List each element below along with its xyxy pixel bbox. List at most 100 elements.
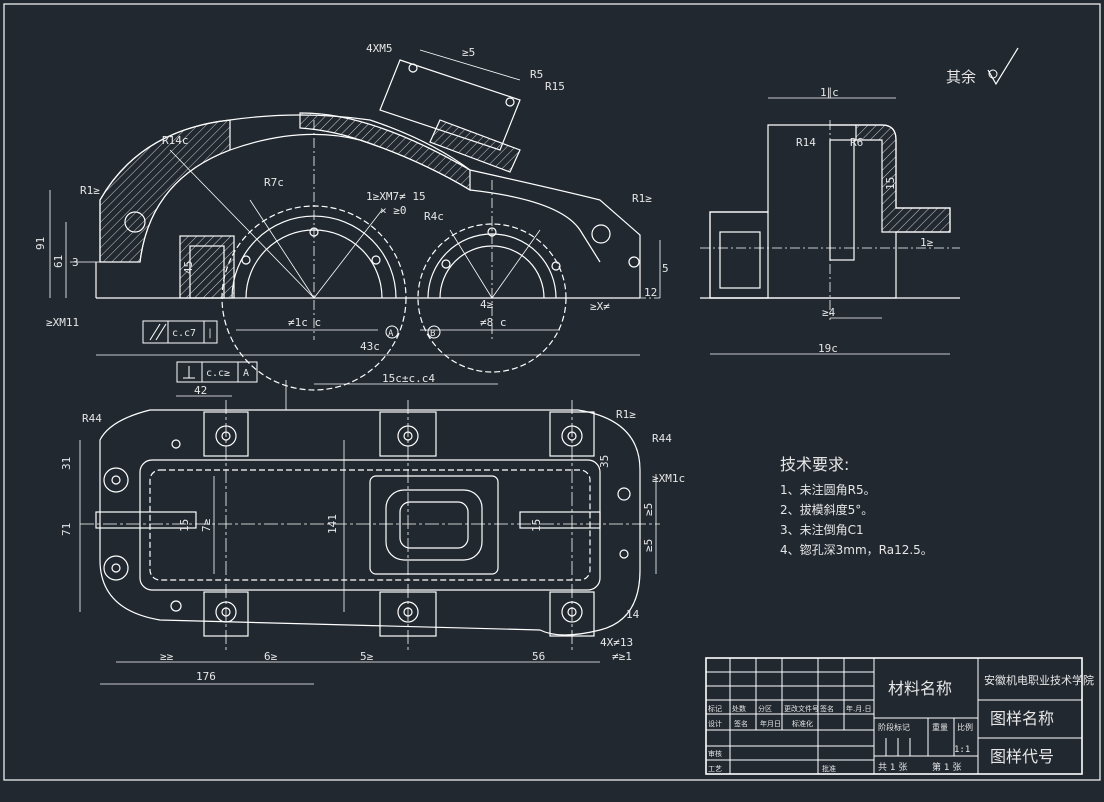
plan-tolerance-frame: c.c≥ A: [176, 361, 258, 383]
tb-approve: 批准: [822, 764, 836, 773]
tb-process: 工艺: [708, 765, 722, 773]
plan-thread: ≥XM1c: [652, 472, 685, 485]
label-r40: R4c: [424, 210, 444, 223]
tech-item-2: 2、拔模斜度5°。: [780, 502, 873, 517]
side-top-width: 1∥c: [820, 86, 839, 99]
label-dim-100: ≠1c c: [288, 316, 321, 329]
side-dim-12: 1≥: [920, 236, 934, 249]
tb-ratio: 比例: [957, 722, 973, 732]
tb-drawing-code: 图样代号: [990, 747, 1054, 766]
plan-dim-141: 141: [326, 514, 339, 534]
tb-sheet: 第 1 张: [932, 761, 961, 773]
side-dim-15: 15: [884, 177, 897, 190]
label-r70: R7c: [264, 176, 284, 189]
plan-cbore: ≠≥1: [612, 650, 632, 663]
tb-total: 共 1 张: [878, 762, 907, 773]
front-tolerance-frame: c.c7 | A B: [142, 320, 441, 344]
tb-h-mark: 标记: [708, 704, 722, 713]
tb-design-date: 年月日: [760, 719, 781, 728]
label-thread-top: 4XM5: [366, 42, 393, 55]
label-r12-right: R1≥: [632, 192, 652, 205]
label-dim-80: ≠8 c: [480, 316, 507, 329]
tb-drawing-name: 图样名称: [990, 709, 1054, 728]
label-dim-43: 43c: [360, 340, 380, 353]
plan-tol-value: c.c≥: [206, 368, 230, 379]
tb-school: 安徽机电职业技术学院: [984, 673, 1094, 687]
tb-standard: 标准化: [792, 719, 813, 728]
tb-h-zone: 分区: [758, 704, 772, 713]
tb-design-sign: 签名: [734, 719, 748, 728]
plan-r44-left: R44: [82, 412, 102, 425]
tb-design: 设计: [708, 719, 722, 728]
front-tol-datum: |: [207, 328, 213, 339]
label-dim-45: 45: [182, 261, 195, 274]
tb-review: 审核: [708, 749, 722, 758]
plan-holes: 4X≠13: [600, 636, 633, 649]
tb-h-file: 更改文件号: [784, 704, 819, 713]
label-dim-3: 3: [72, 256, 79, 269]
tech-item-4: 4、锪孔深3mm，Ra12.5。: [780, 542, 933, 557]
tech-item-3: 3、未注倒角C1: [780, 522, 864, 537]
label-dim-25: ≥5: [462, 46, 475, 59]
plan-dim-25b: ≥5: [642, 539, 655, 552]
tb-stage: 阶段标记: [878, 722, 910, 732]
side-view-labels: 1∥c R14 R6 19c ≥4 1≥ 15: [796, 86, 934, 355]
label-dim-12: 12: [644, 286, 657, 299]
surface-roughness-note: 其余: [946, 47, 1019, 86]
label-holes-sub: × ≥0: [380, 204, 407, 217]
label-dim-61: 61: [52, 255, 65, 268]
side-dim-24: ≥4: [822, 306, 836, 319]
label-thread-left: ≥XM11: [46, 316, 79, 329]
title-block-text: 材料名称 安徽机电职业技术学院 图样名称 图样代号 1:1 共 1 张 第 1 …: [708, 673, 1094, 773]
tb-material: 材料名称: [888, 679, 952, 698]
plan-dim-15a: 15: [178, 519, 191, 532]
label-r15: R15: [545, 80, 565, 93]
plan-dim-62: 6≥: [264, 650, 278, 663]
plan-dim-150: 15c±c.c4: [382, 372, 435, 385]
plan-dim-22: ≥≥: [160, 650, 174, 663]
label-r140: R14c: [162, 134, 189, 147]
roughness-label: 其余: [946, 68, 976, 86]
side-r14: R14: [796, 136, 816, 149]
tech-title: 技术要求:: [780, 455, 849, 474]
plan-dim-14: 14: [626, 608, 640, 621]
plan-dim-35: 35: [598, 455, 611, 468]
label-dim-40: 4≥: [480, 298, 494, 311]
label-r12-left: R1≥: [80, 184, 100, 197]
side-bottom-width: 19c: [818, 342, 838, 355]
label-dim-91: 91: [34, 237, 47, 250]
plan-dim-31: 31: [60, 457, 73, 470]
label-dim-5: 5: [662, 262, 669, 275]
tech-requirements: 技术要求: 1、未注圆角R5。 2、拔模斜度5°。 3、未注倒角C1 4、锪孔深…: [780, 455, 933, 557]
label-r5: R5: [530, 68, 543, 81]
drawing-border: [3, 3, 1101, 781]
label-thread-right: ≥X≠: [590, 300, 610, 313]
tb-scale: 1:1: [954, 745, 970, 755]
plan-dim-25a: ≥5: [642, 503, 655, 516]
side-r6: R6: [850, 136, 863, 149]
front-tol-value: c.c7: [172, 328, 196, 339]
datum-b-label: B: [430, 329, 435, 339]
roughness-symbol-icon: [987, 47, 1019, 86]
plan-dim-71: 71: [60, 523, 73, 536]
title-block: [705, 657, 1083, 775]
label-holes: 1≥XM7≠ 15: [366, 190, 426, 203]
plan-r12: R1≥: [616, 408, 636, 421]
front-view-labels: 4XM5 R5 R15 R14c R1≥ R7c R4c R1≥ 1≥XM7≠ …: [34, 42, 669, 353]
datum-a-label: A: [388, 329, 394, 339]
tb-h-sign: 签名: [820, 704, 834, 713]
plan-dim-15b: 15: [530, 519, 543, 532]
tb-h-count: 处数: [732, 704, 746, 713]
plan-view: [79, 380, 660, 685]
plan-view-labels: 42 15c±c.c4 R44 R1≥ R44 ≥XM1c 31 71 7≥ 1…: [60, 372, 685, 683]
plan-dim-42: 42: [194, 384, 207, 397]
plan-dim-72: 7≥: [200, 518, 213, 532]
plan-r44-right: R44: [652, 432, 672, 445]
tech-item-1: 1、未注圆角R5。: [780, 482, 876, 497]
tb-weight: 重量: [932, 722, 948, 732]
tb-h-date: 年.月.日: [846, 704, 871, 713]
plan-dim-176: 176: [196, 670, 216, 683]
plan-dim-52: 5≥: [360, 650, 374, 663]
side-view: [700, 97, 960, 355]
